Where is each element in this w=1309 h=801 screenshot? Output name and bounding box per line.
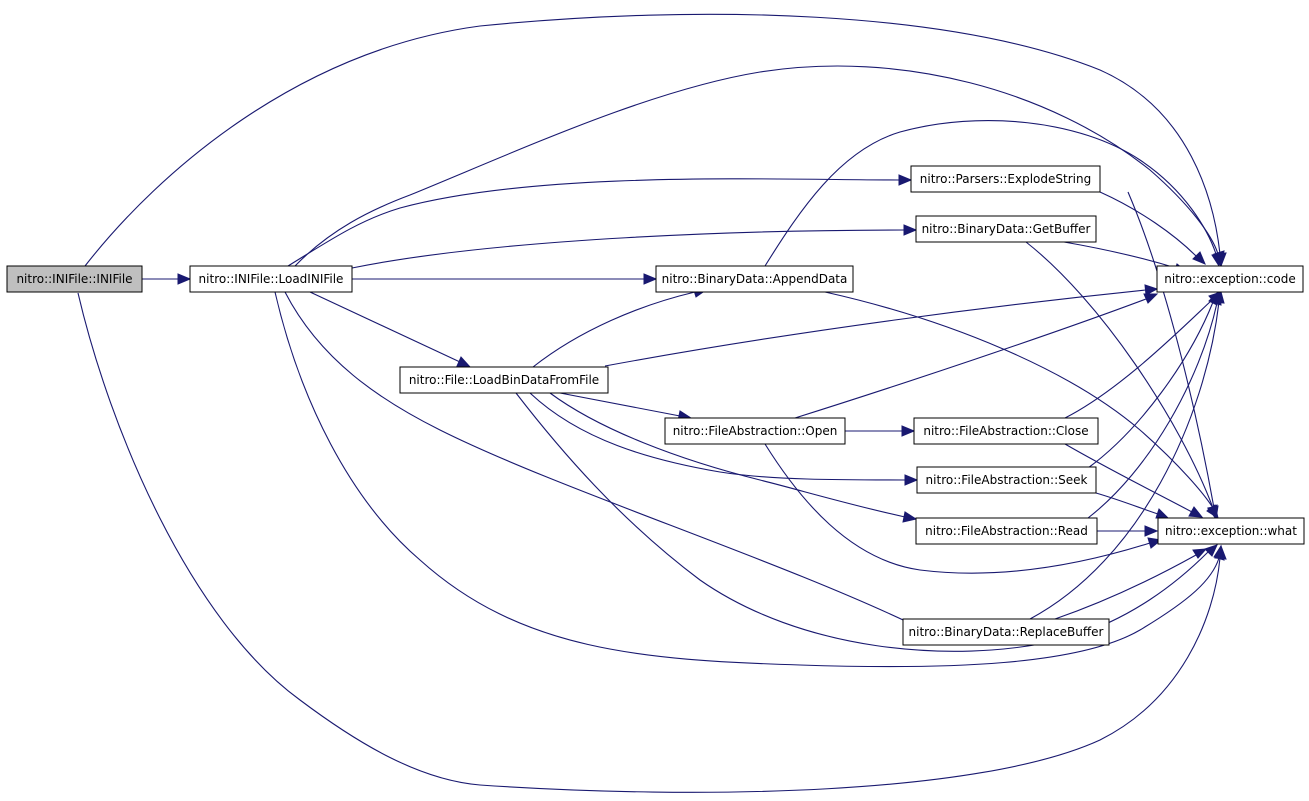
edge-loadbindatafromfile-to-exception-code [604, 284, 1159, 367]
edge-loadinifile-to-appenddata [352, 273, 658, 285]
edge-fileabstraction-read-to-exception-what [1097, 525, 1159, 537]
node-label: nitro::BinaryData::AppendData [662, 272, 848, 286]
node-label: nitro::File::LoadBinDataFromFile [409, 373, 599, 387]
edge-explodestring-to-exception-code [1099, 191, 1206, 265]
node-label: nitro::BinaryData::ReplaceBuffer [909, 625, 1104, 639]
node-exception-what[interactable]: nitro::exception::what [1157, 517, 1305, 545]
edge-fileabstraction-open-to-fileabstraction-close [845, 425, 916, 437]
edge-explodestring-to-exception-what [1127, 191, 1219, 521]
node-label: nitro::INIFile::INIFile [16, 272, 132, 286]
edge-loadinifile-to-exception-what [274, 291, 1225, 668]
node-inifile-ctor[interactable]: nitro::INIFile::INIFile [6, 265, 143, 293]
edge-replacebuffer-to-exception-code [1029, 290, 1225, 620]
node-label: nitro::INIFile::LoadINIFile [199, 272, 344, 286]
edge-loadbindatafromfile-to-fileabstraction-seek [529, 392, 919, 486]
edge-fileabstraction-open-to-exception-code [794, 293, 1159, 419]
node-get-buffer[interactable]: nitro::BinaryData::GetBuffer [915, 215, 1097, 243]
node-explode-string[interactable]: nitro::Parsers::ExplodeString [910, 165, 1101, 193]
node-label: nitro::exception::code [1164, 272, 1295, 286]
edge-loadbindatafromfile-to-fileabstraction-read [549, 392, 918, 523]
node-label: nitro::Parsers::ExplodeString [920, 172, 1091, 186]
edge-getbuffer-to-exception-what [1025, 241, 1218, 520]
node-exception-code[interactable]: nitro::exception::code [1156, 265, 1304, 293]
edges [77, 13, 1227, 793]
node-label: nitro::FileAbstraction::Close [923, 424, 1088, 438]
node-fileabstraction-close[interactable]: nitro::FileAbstraction::Close [913, 417, 1099, 445]
edge-loadinifile-to-replacebuffer [284, 291, 933, 633]
node-fileabstraction-open[interactable]: nitro::FileAbstraction::Open [664, 417, 846, 445]
edge-fileabstraction-open-to-exception-what [764, 443, 1163, 574]
edge-inifile-to-loadinifile [142, 273, 192, 285]
node-label: nitro::FileAbstraction::Read [925, 524, 1088, 538]
nodes: nitro::INIFile::INIFile nitro::INIFile::… [6, 165, 1305, 646]
node-fileabstraction-seek[interactable]: nitro::FileAbstraction::Seek [916, 466, 1097, 494]
node-replace-buffer[interactable]: nitro::BinaryData::ReplaceBuffer [902, 618, 1110, 646]
edge-loadinifile-to-loadbindatafromfile [309, 291, 472, 368]
edge-loadinifile-to-explodestring [287, 174, 913, 267]
edge-loadbindatafromfile-to-fileabstraction-open [559, 392, 693, 422]
edge-appenddata-to-exception-code [764, 120, 1223, 268]
node-load-ini-file[interactable]: nitro::INIFile::LoadINIFile [189, 265, 353, 293]
edge-fileabstraction-seek-to-exception-what [1095, 492, 1170, 519]
edge-loadbindatafromfile-to-exception-what [515, 392, 1218, 652]
node-label: nitro::exception::what [1165, 524, 1297, 538]
node-load-bin-data-from-file[interactable]: nitro::File::LoadBinDataFromFile [399, 366, 609, 394]
edge-loadinifile-to-getbuffer [351, 224, 918, 269]
node-append-data[interactable]: nitro::BinaryData::AppendData [655, 265, 854, 293]
node-label: nitro::BinaryData::GetBuffer [922, 222, 1091, 236]
edge-replacebuffer-to-exception-what [1054, 548, 1208, 620]
node-label: nitro::FileAbstraction::Seek [926, 473, 1088, 487]
edge-fileabstraction-close-to-exception-what [1064, 443, 1204, 518]
node-label: nitro::FileAbstraction::Open [673, 424, 838, 438]
edge-loadbindatafromfile-to-appenddata [532, 286, 708, 368]
node-fileabstraction-read[interactable]: nitro::FileAbstraction::Read [915, 517, 1098, 545]
